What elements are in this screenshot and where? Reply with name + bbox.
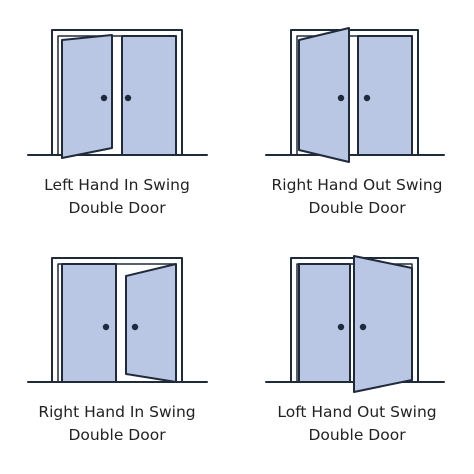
left-door-leaf [298,263,351,383]
door-frame [51,29,183,156]
door-knob [337,323,345,331]
door-illustration-right-hand-in-swing [27,257,208,383]
caption-left-hand-in-swing: Left Hand In Swing Double Door [7,174,227,220]
door-knob [102,323,110,331]
door-knob [363,94,371,102]
right-door-leaf [121,35,177,156]
door-knob [359,323,367,331]
caption-right-hand-in-swing: Right Hand In Swing Double Door [7,401,227,447]
caption-right-hand-out-swing: Right Hand Out Swing Double Door [247,174,467,220]
left-door-leaf-swung-in [61,34,113,159]
caption-line-1: Left Hand In Swing [44,176,190,194]
door-illustration-left-hand-out-swing [265,255,445,393]
door-illustration-left-hand-in-swing [27,29,208,159]
door-frame [51,257,183,383]
right-door-leaf-swung-in [125,263,177,383]
left-door-leaf-swung-out [298,27,350,163]
left-door-leaf [61,263,117,383]
caption-line-1: Right Hand In Swing [38,403,196,421]
right-door-leaf-swung-out [353,255,413,393]
door-knob [337,94,345,102]
door-knob [124,94,132,102]
caption-line-2: Double Door [68,426,166,444]
caption-line-1: Loft Hand Out Swing [277,403,437,421]
caption-line-2: Double Door [308,199,406,217]
door-knob [131,323,139,331]
caption-line-1: Right Hand Out Swing [271,176,443,194]
caption-line-2: Double Door [68,199,166,217]
caption-left-hand-out-swing: Loft Hand Out Swing Double Door [247,401,467,447]
door-knob [100,94,108,102]
door-frame [290,29,419,156]
caption-line-2: Double Door [308,426,406,444]
door-illustration-right-hand-out-swing [265,27,445,163]
